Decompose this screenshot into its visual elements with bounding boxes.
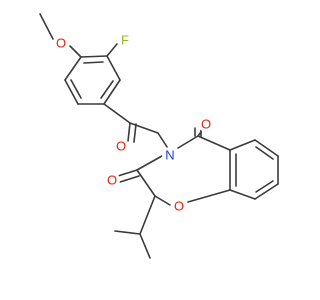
upper-amide-oxygen-atom: O — [198, 116, 214, 132]
bond-ring1-to-carbonyl — [103, 103, 131, 124]
bond-o-c2 — [154, 195, 171, 206]
svg-text:O: O — [56, 36, 66, 51]
bond-ring1-c-inner — [100, 80, 114, 99]
bond-ketone-b — [133, 123, 137, 143]
lower-amide-oxygen-atom: O — [104, 172, 120, 188]
bond-ring1-a-inner — [83, 61, 104, 64]
methoxy-oxygen-atom: O — [53, 35, 69, 51]
bond-benzo-a — [229, 139, 256, 151]
ketone-oxygen-atom: O — [113, 138, 129, 154]
bond-ring1-e-inner — [70, 79, 82, 99]
bond-n-c5 — [177, 135, 199, 149]
bond-benzo-o — [187, 189, 231, 203]
bond-c3-o-b — [119, 175, 140, 183]
bond-benzo-e — [229, 189, 256, 200]
bond-ring1-f — [64, 56, 82, 81]
fluorine-atom: F — [117, 32, 133, 48]
bond-n-c3 — [136, 155, 163, 171]
bond-benzo-d — [254, 183, 279, 200]
bond-ring1-c — [103, 79, 121, 105]
ring-oxygen-atom: O — [171, 198, 187, 214]
ring-nitrogen-atom: N — [162, 147, 178, 163]
atom-labels: F O O N O O O — [53, 32, 214, 214]
svg-text:O: O — [201, 117, 211, 132]
bond-c-f — [106, 43, 118, 57]
bond-ring1-b — [106, 55, 121, 81]
bond-methyl-o — [39, 13, 54, 40]
svg-text:O: O — [107, 173, 117, 188]
bond-benzo-b-inner — [255, 146, 274, 160]
bond-benzo-d-inner — [255, 180, 274, 193]
bond-ch-me1 — [114, 230, 141, 235]
bond-carbonyl-ch2 — [129, 122, 159, 134]
bond-ring1-a — [80, 55, 108, 58]
bond-c5-benzo — [197, 135, 231, 151]
molecule-structure: F O O N O O O — [39, 13, 279, 259]
bond-c3-o-a — [117, 169, 138, 177]
svg-text:N: N — [165, 148, 174, 163]
svg-text:F: F — [121, 33, 129, 48]
svg-text:O: O — [174, 199, 184, 214]
bond-benzo-b — [254, 139, 279, 157]
bond-c3-c2 — [136, 169, 156, 197]
bond-ketone-a — [127, 122, 131, 142]
bond-c2-ch — [139, 195, 156, 235]
bond-ch2-n — [157, 132, 170, 151]
bonds — [39, 13, 279, 259]
bond-ring1-e — [64, 79, 79, 105]
svg-text:O: O — [116, 139, 126, 154]
bond-o-aryl — [69, 45, 82, 58]
bond-ch-me2 — [139, 233, 151, 259]
